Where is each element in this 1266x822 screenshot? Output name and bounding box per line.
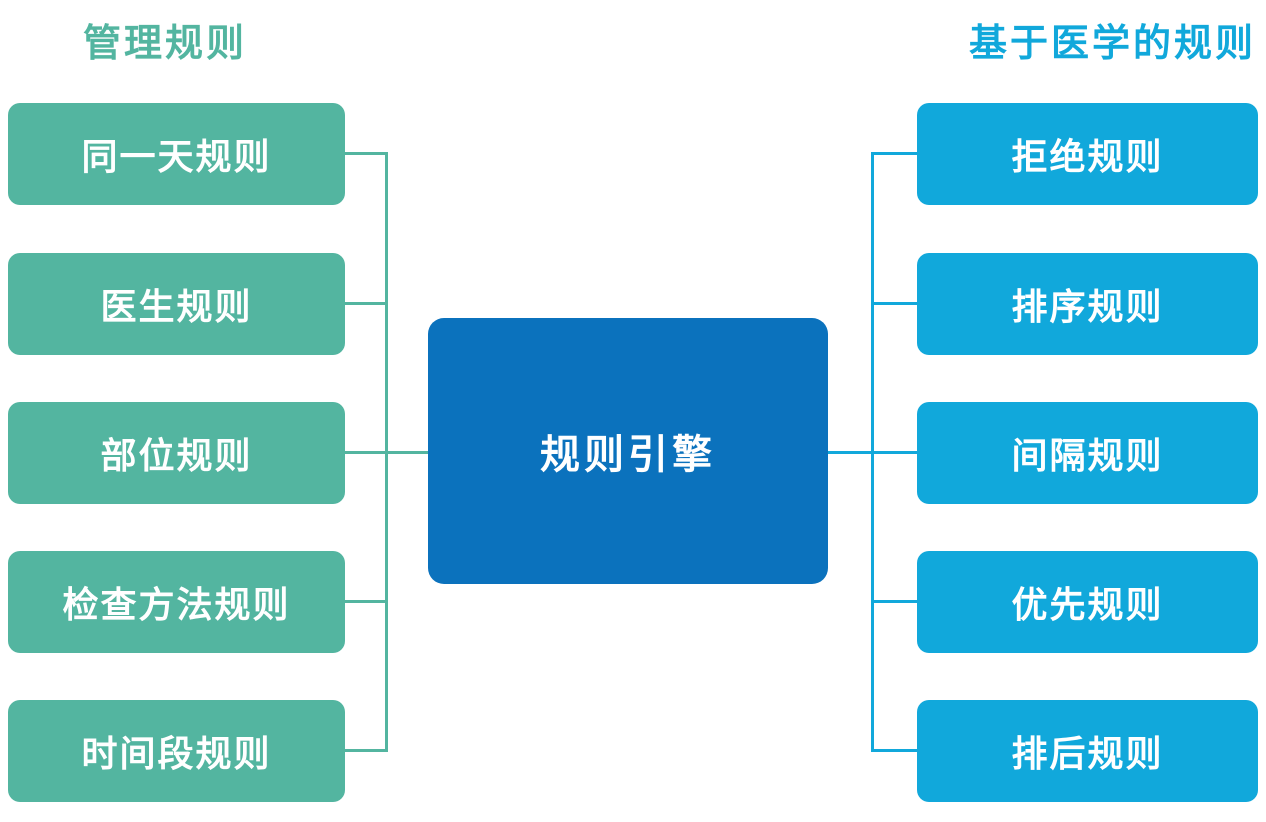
- node-same-day-rule: 同一天规则: [8, 103, 345, 205]
- left-connector-stub-4: [345, 600, 387, 603]
- right-connector-stub-4: [873, 600, 917, 603]
- node-body-part-rule: 部位规则: [8, 402, 345, 504]
- node-priority-rule: 优先规则: [917, 551, 1258, 653]
- node-label: 排序规则: [1011, 286, 1164, 327]
- node-label: 优先规则: [1011, 584, 1164, 625]
- node-label: 排后规则: [1011, 733, 1164, 774]
- node-label: 检查方法规则: [62, 584, 291, 625]
- right-connector-stub-5: [873, 749, 917, 752]
- node-label: 部位规则: [100, 435, 253, 476]
- node-label: 时间段规则: [81, 733, 272, 774]
- node-label: 规则引擎: [540, 433, 716, 477]
- node-label: 医生规则: [100, 286, 253, 327]
- node-time-period-rule: 时间段规则: [8, 700, 345, 802]
- left-connector-stub-1: [345, 152, 387, 155]
- node-label: 间隔规则: [1011, 435, 1164, 476]
- node-label: 拒绝规则: [1011, 136, 1164, 177]
- node-reject-rule: 拒绝规则: [917, 103, 1258, 205]
- node-rule-engine: 规则引擎: [428, 318, 828, 584]
- left-connector-stub-2: [345, 302, 387, 305]
- node-label: 同一天规则: [81, 136, 272, 177]
- left-connector-to-engine: [345, 451, 428, 454]
- left-group-title: 管理规则: [83, 23, 248, 65]
- right-connector-to-engine: [828, 451, 917, 454]
- node-exam-method-rule: 检查方法规则: [8, 551, 345, 653]
- node-sort-rule: 排序规则: [917, 253, 1258, 355]
- node-defer-rule: 排后规则: [917, 700, 1258, 802]
- right-group-title: 基于医学的规则: [968, 23, 1256, 65]
- node-interval-rule: 间隔规则: [917, 402, 1258, 504]
- node-doctor-rule: 医生规则: [8, 253, 345, 355]
- left-connector-stub-5: [345, 749, 387, 752]
- right-connector-stub-2: [873, 302, 917, 305]
- right-connector-stub-1: [873, 152, 917, 155]
